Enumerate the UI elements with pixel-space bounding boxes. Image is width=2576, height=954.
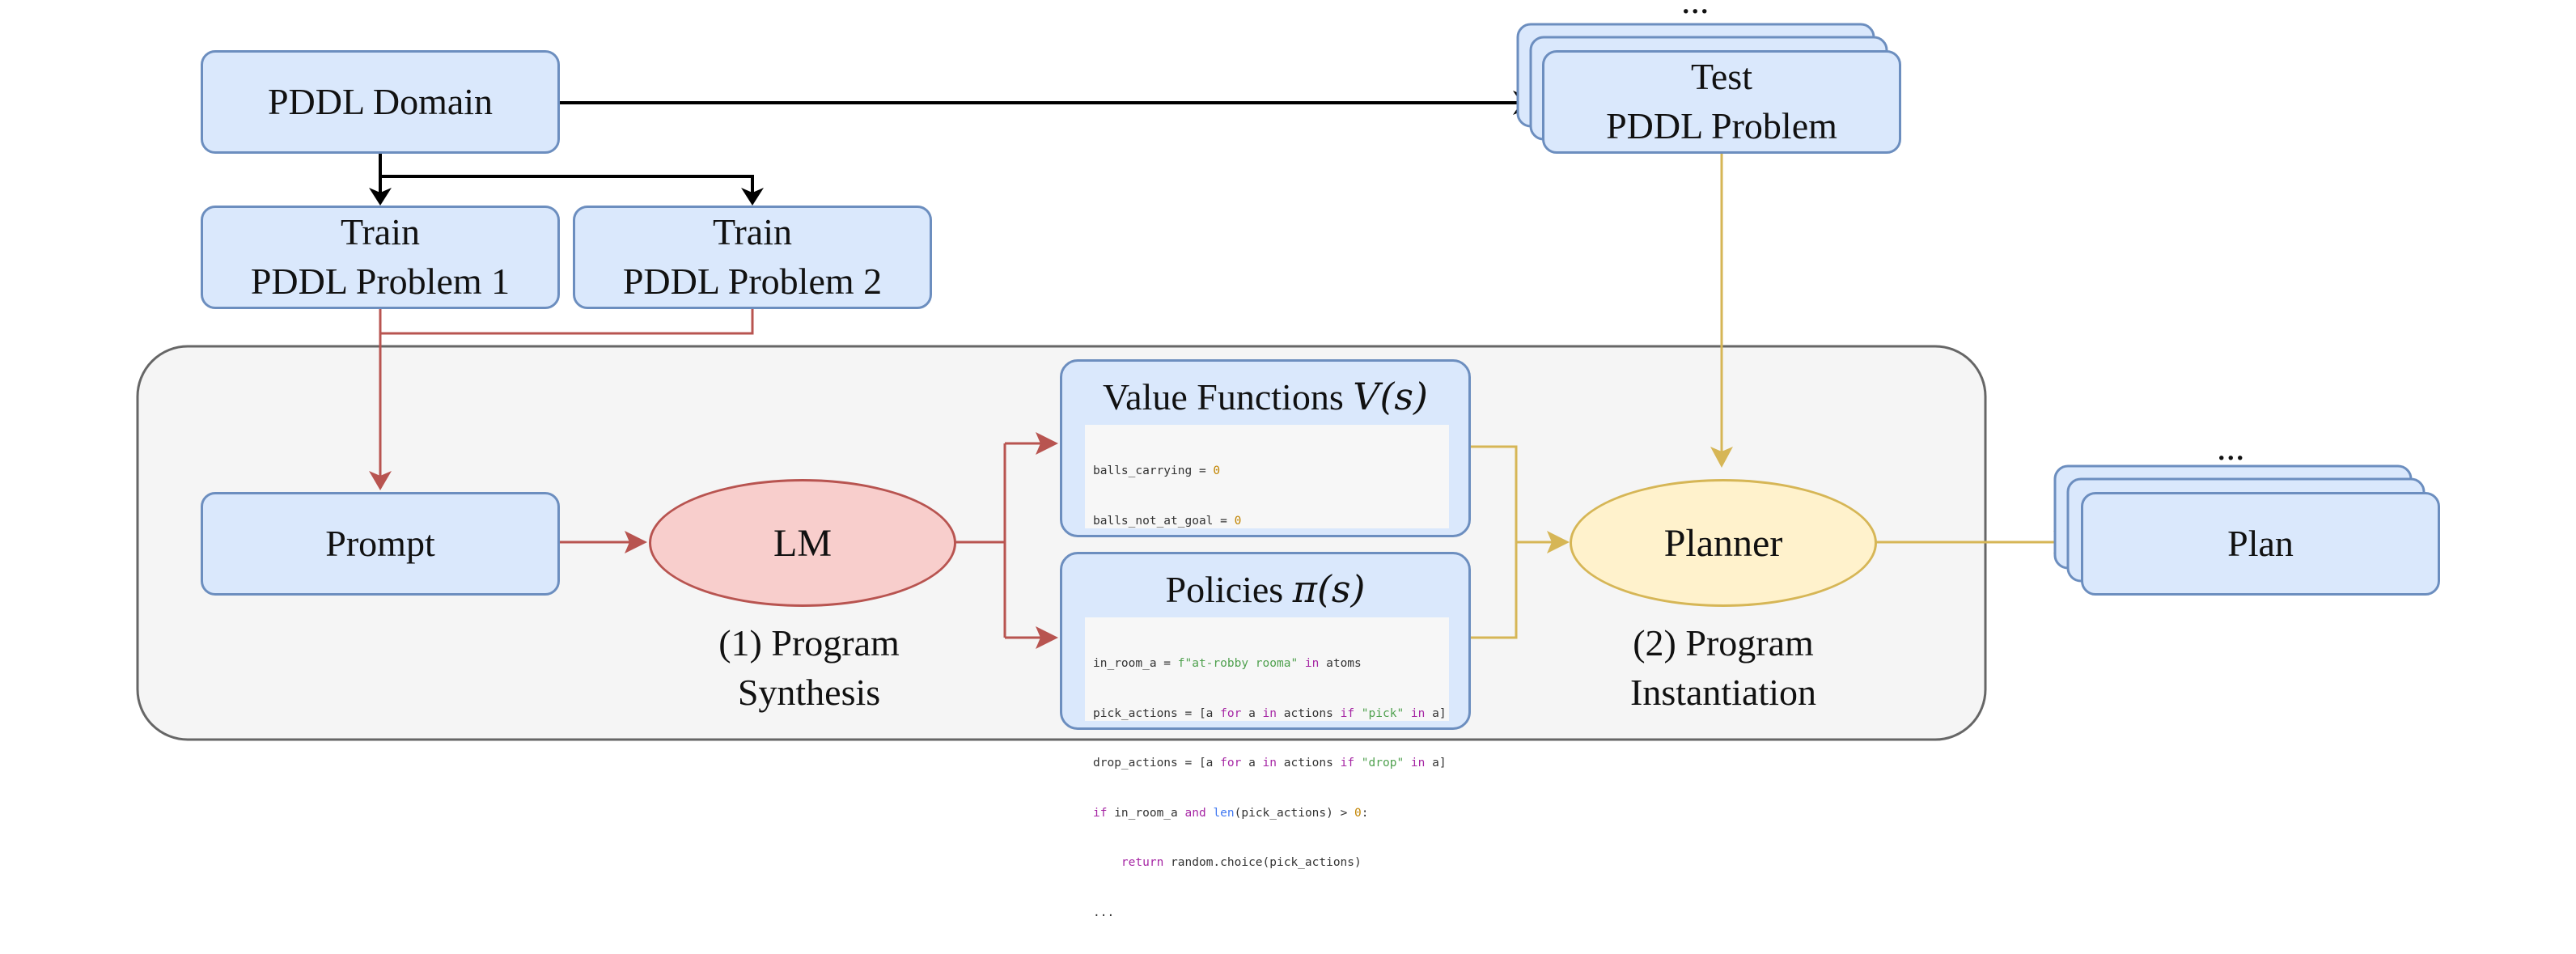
value-function-symbol: V(s) [1353, 375, 1428, 418]
pol-code-line-6: ... [1093, 905, 1115, 919]
value-functions-title: Value Functions V(s) [1103, 375, 1428, 418]
value-functions-code: balls_carrying = 0 balls_not_at_goal = 0… [1085, 425, 1449, 727]
pddl-domain-label: PDDL Domain [267, 80, 494, 122]
test-stack-ellipsis: ... [1681, 0, 1710, 21]
plan-stack-ellipsis: ... [2217, 426, 2245, 468]
pol-code-line-3: drop_actions = [a for a in actions if "d… [1093, 757, 1447, 770]
pipeline-diagram: PDDL Domain ... Test PDDL Problem Train … [136, 0, 2440, 919]
train-problem-2-line-1: Train [713, 211, 792, 253]
vf-code-line-2: balls_not_at_goal = 0 [1093, 514, 1242, 528]
prompt-label: Prompt [325, 522, 435, 564]
policies-code: in_room_a = f"at-robby rooma" in atoms p… [1085, 617, 1449, 919]
pol-code-line-4: if in_room_a and len(pick_actions) > 0: [1093, 806, 1369, 820]
vf-code-line-1: balls_carrying = 0 [1093, 464, 1221, 477]
plan-node: Plan [2081, 492, 2440, 596]
pol-code-line-2: pick_actions = [a for a in actions if "p… [1093, 706, 1447, 720]
train-pddl-problem-2-node: Train PDDL Problem 2 [573, 206, 932, 309]
pddl-domain-node: PDDL Domain [201, 50, 560, 154]
pol-code-line-1: in_room_a = f"at-robby rooma" in atoms [1093, 657, 1362, 670]
policy-symbol: π(s) [1292, 567, 1366, 611]
lm-node: LM [649, 479, 956, 607]
test-problem-line-2: PDDL Problem [1606, 105, 1837, 146]
train-pddl-problem-1-node: Train PDDL Problem 1 [201, 206, 560, 309]
program-instantiation-label: (2) Program Instantiation [1630, 622, 1816, 714]
edge-train2-to-prompt [380, 307, 754, 335]
train-problem-1-line-1: Train [341, 211, 420, 253]
test-pddl-problem-node: Test PDDL Problem [1542, 50, 1901, 154]
planner-node: Planner [1570, 479, 1877, 607]
train-problem-2-line-2: PDDL Problem 2 [622, 261, 883, 302]
lm-label: LM [773, 521, 832, 565]
policies-title: Policies π(s) [1165, 567, 1366, 611]
edge-outputs-to-planner [1466, 445, 1553, 639]
planner-label: Planner [1663, 521, 1783, 565]
value-functions-panel: Value Functions V(s) balls_carrying = 0 … [1060, 359, 1471, 727]
edge-domain-to-trains [379, 154, 754, 194]
train-problem-1-line-2: PDDL Problem 1 [250, 261, 511, 302]
policies-panel: Policies π(s) in_room_a = f"at-robby roo… [1060, 552, 1471, 919]
program-synthesis-label: (1) Program Synthesis [718, 622, 900, 714]
prompt-node: Prompt [201, 492, 560, 596]
plan-label: Plan [2227, 522, 2294, 564]
edge-lm-to-outputs [955, 443, 1006, 638]
pol-code-line-5: return random.choice(pick_actions) [1121, 856, 1362, 869]
test-problem-line-1: Test [1691, 56, 1752, 98]
